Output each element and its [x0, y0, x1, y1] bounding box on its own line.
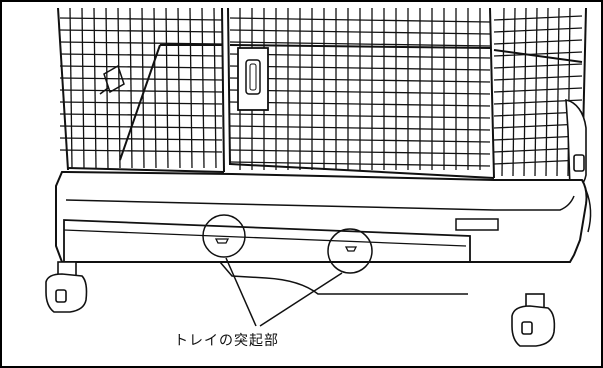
tray-protrusion-left — [214, 238, 230, 244]
callout-circle-right — [327, 228, 373, 274]
caster-right — [511, 293, 556, 347]
cage-base — [55, 171, 592, 263]
caster-left — [45, 261, 88, 313]
callout-leader-lines — [225, 257, 343, 327]
callout-label: トレイの突起部 — [174, 333, 279, 349]
cage-frame — [57, 7, 587, 179]
wire-mesh — [59, 7, 583, 177]
side-clip — [99, 64, 125, 95]
base-label-slot — [455, 218, 499, 231]
tray — [63, 219, 471, 295]
tray-protrusion-right — [344, 246, 358, 252]
cage-door — [237, 47, 269, 111]
callout-circle-left — [202, 214, 246, 258]
